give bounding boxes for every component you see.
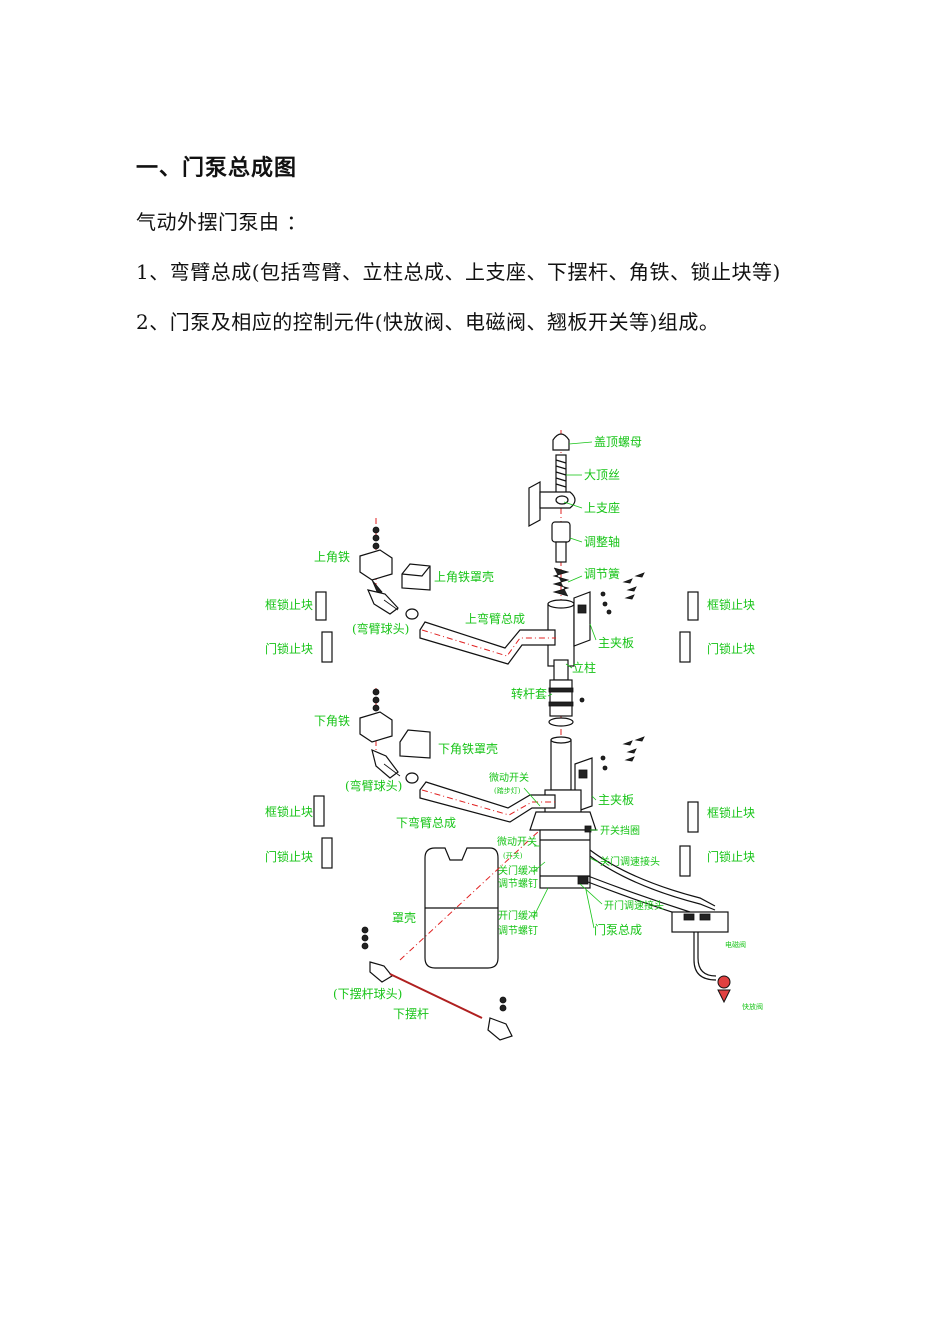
- label-column: 立柱: [572, 660, 596, 675]
- section-heading: 一、门泵总成图: [136, 156, 298, 181]
- label-open-buffer: 开门缓冲: [498, 909, 538, 922]
- lock-blocks-right: [679, 591, 699, 877]
- label-frame-lock-br: 框锁止块: [707, 805, 755, 820]
- label-cap-nut: 盖顶螺母: [594, 435, 642, 449]
- label-micro-switch-top-note: (踏步灯): [494, 786, 521, 795]
- label-open-buffer-screw: 调节螺钉: [498, 925, 538, 937]
- label-solenoid-valve: 电磁阀: [725, 940, 746, 949]
- label-close-speed-joint: 关门调速接头: [600, 855, 660, 868]
- label-switch-bracket: 开关挡圈: [600, 824, 640, 837]
- leader-lines: [523, 441, 603, 929]
- label-door-lock-tl: 门锁止块: [265, 641, 313, 656]
- adjust-spring-part: [552, 567, 570, 597]
- label-upper-angle: 上角铁: [314, 550, 350, 564]
- upper-support-part: [528, 480, 576, 528]
- label-pump-assembly: 门泵总成: [594, 922, 642, 937]
- upper-angle-cover-part: [401, 563, 431, 591]
- label-upper-angle-cover: 上角铁罩壳: [434, 570, 494, 584]
- upper-arm-part: [419, 621, 556, 665]
- upper-main-plate-part: [573, 591, 591, 647]
- label-lower-arm-assembly: 下弯臂总成: [396, 815, 456, 830]
- label-close-buffer-screw: 调节螺钉: [498, 878, 538, 890]
- pump-body-part: [529, 789, 597, 889]
- label-close-buffer: 关门缓冲: [498, 864, 538, 877]
- label-big-screw: 大顶丝: [584, 468, 620, 482]
- label-adjust-shaft: 调整轴: [584, 534, 620, 549]
- adjust-shaft-part: [551, 521, 571, 563]
- label-micro-switch-bottom-note: (开关): [503, 851, 523, 860]
- label-cover: 罩壳: [392, 911, 416, 925]
- label-micro-switch-bottom: 微动开关: [497, 835, 537, 848]
- lower-arm-part: [419, 781, 556, 823]
- rotating-sleeve-part: [548, 679, 585, 727]
- label-lower-rod: 下摆杆: [393, 1007, 429, 1021]
- upper-bolts: [600, 572, 645, 615]
- label-arm-ball-lower: (弯臂球头): [345, 778, 402, 793]
- label-door-lock-bl: 门锁止块: [265, 849, 313, 864]
- lower-rod-part: [361, 926, 513, 1041]
- intro-paragraph: 气动外摆门泵由 ：: [136, 210, 307, 234]
- upper-arm-ball-part: [366, 589, 419, 620]
- label-frame-lock-tl: 框锁止块: [265, 597, 313, 612]
- big-screw-part: [555, 454, 567, 494]
- label-rotating-sleeve: 转杆套: [511, 686, 547, 701]
- label-lower-angle-cover: 下角铁罩壳: [438, 742, 498, 756]
- item-2-paragraph: 2、门泵及相应的控制元件(快放阀、电磁阀、翘板开关等)组成。: [136, 310, 720, 334]
- quick-release-valve-part: [693, 932, 731, 1004]
- lower-column-part: [550, 736, 572, 791]
- label-frame-lock-tr: 框锁止块: [707, 597, 755, 612]
- label-lower-angle: 下角铁: [314, 714, 350, 728]
- label-upper-support: 上支座: [584, 500, 620, 515]
- air-pipes: [587, 849, 716, 919]
- label-arm-ball-upper: (弯臂球头): [352, 621, 409, 636]
- cap-nut-part: [552, 433, 570, 451]
- label-adjust-spring: 调节簧: [584, 566, 620, 581]
- item-1-paragraph: 1、弯臂总成(包括弯臂、立柱总成、上支座、下摆杆、角铁、锁止块等): [136, 260, 781, 284]
- label-quick-release-valve: 快放阀: [742, 1002, 763, 1011]
- lower-angle-cover-part: [399, 729, 431, 759]
- lower-arm-ball-part: [371, 748, 419, 784]
- label-door-lock-br: 门锁止块: [707, 849, 755, 864]
- label-lower-rod-ball: (下摆杆球头): [333, 987, 402, 1001]
- cover-box-part: [424, 847, 499, 969]
- label-door-lock-tr: 门锁止块: [707, 641, 755, 656]
- label-frame-lock-bl: 框锁止块: [265, 804, 313, 819]
- label-open-speed-joint: 开门调速接头: [604, 899, 664, 912]
- label-micro-switch-top: 微动开关: [489, 771, 529, 784]
- lower-angle-iron-part: [359, 688, 393, 743]
- label-main-plate-lower: 主夹板: [598, 793, 634, 807]
- label-main-plate-upper: 主夹板: [598, 636, 634, 650]
- label-upper-arm-assembly: 上弯臂总成: [465, 611, 525, 626]
- solenoid-valve-part: [671, 911, 729, 933]
- lock-blocks-left: [313, 591, 333, 869]
